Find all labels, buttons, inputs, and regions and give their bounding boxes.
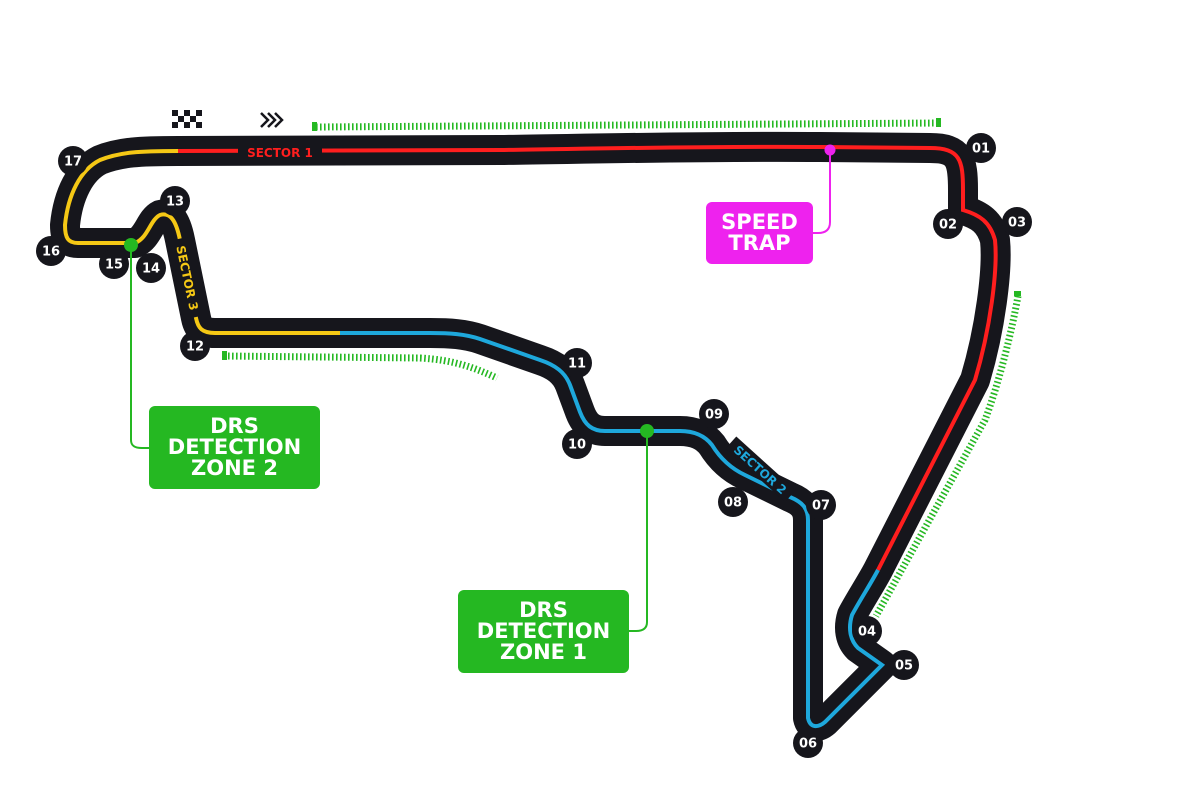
turn-marker-03: 03: [1002, 207, 1032, 237]
drs-2-leader: [130, 245, 150, 449]
sector-1-label: SECTOR 1: [247, 146, 313, 160]
svg-text:13: 13: [166, 195, 184, 210]
svg-text:05: 05: [895, 659, 913, 674]
svg-text:08: 08: [724, 496, 742, 511]
turn-marker-15: 15: [99, 249, 129, 279]
turn-marker-14: 14: [136, 253, 166, 283]
svg-text:01: 01: [972, 142, 990, 157]
turn-marker-13: 13: [160, 186, 190, 216]
turn-marker-02: 02: [933, 209, 963, 239]
drs2-line-3: ZONE 2: [191, 456, 278, 480]
svg-text:14: 14: [142, 262, 160, 277]
speed-trap-line-2: TRAP: [728, 231, 791, 255]
drs-1-leader: [628, 431, 648, 632]
turn-marker-08: 08: [718, 487, 748, 517]
turn-marker-11: 11: [562, 348, 592, 378]
turn-marker-05: 05: [889, 650, 919, 680]
svg-text:15: 15: [105, 258, 123, 273]
drs1-line-3: ZONE 1: [500, 640, 587, 664]
drs-zone-markers: [222, 118, 1022, 618]
drs-2-point: [124, 238, 138, 252]
speed-trap-leader: [812, 150, 831, 234]
sector-2-line: [340, 331, 886, 729]
turn-marker-12: 12: [180, 331, 210, 361]
sector-1-line: [177, 144, 998, 571]
drs1-line-2: DETECTION: [476, 619, 611, 643]
turn-marker-06: 06: [793, 728, 823, 758]
turn-marker-01: 01: [966, 133, 996, 163]
checkered-flag-icon: [172, 110, 202, 128]
turn-marker-04: 04: [852, 616, 882, 646]
svg-text:07: 07: [812, 499, 830, 514]
svg-text:09: 09: [705, 408, 723, 423]
svg-text:12: 12: [186, 340, 204, 355]
speed-trap-point: [824, 144, 836, 156]
sector-3-line: [62, 149, 340, 335]
turn-markers: 01 02 03 04 05 06 07 08 09 10 11 12 13 14 15 16 17: [36, 133, 1032, 758]
svg-text:04: 04: [858, 625, 876, 640]
drs-1-point: [640, 424, 654, 438]
svg-text:02: 02: [939, 218, 957, 233]
turn-marker-10: 10: [562, 429, 592, 459]
svg-text:11: 11: [568, 357, 586, 372]
turn-marker-09: 09: [699, 399, 729, 429]
speed-trap-line-1: SPEED: [721, 210, 798, 234]
svg-text:16: 16: [42, 245, 60, 260]
svg-text:03: 03: [1008, 216, 1026, 231]
drs2-line-1: DRS: [210, 414, 259, 438]
drs-detection-zone-2-callout: DRS DETECTION ZONE 2: [149, 406, 320, 489]
drs2-line-2: DETECTION: [167, 435, 302, 459]
drs1-line-1: DRS: [519, 598, 568, 622]
speed-trap-callout: SPEED TRAP: [706, 202, 813, 264]
svg-text:17: 17: [64, 155, 82, 170]
svg-text:06: 06: [799, 737, 817, 752]
turn-marker-16: 16: [36, 236, 66, 266]
chevrons-right-icon: [260, 112, 284, 128]
drs-detection-zone-1-callout: DRS DETECTION ZONE 1: [458, 590, 629, 673]
svg-text:10: 10: [568, 438, 586, 453]
turn-marker-07: 07: [806, 490, 836, 520]
turn-marker-17: 17: [58, 146, 88, 176]
